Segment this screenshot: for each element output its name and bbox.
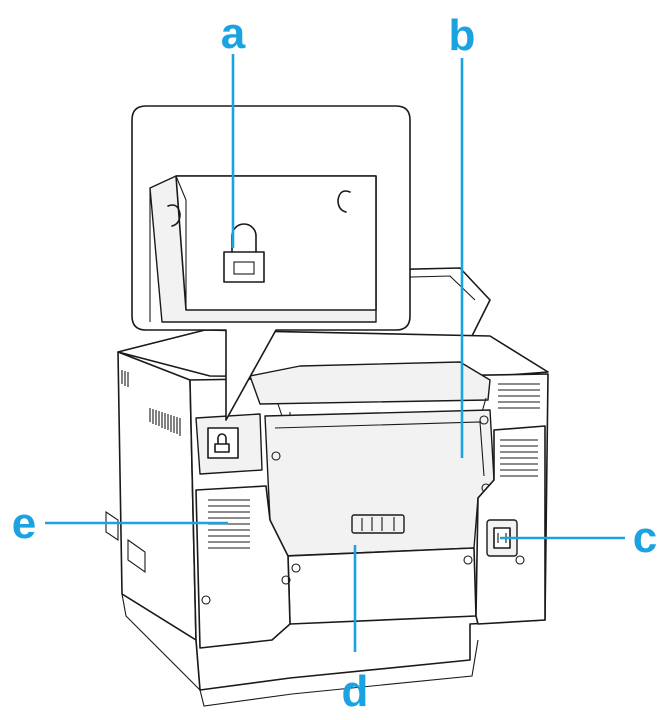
- usb-port: [223, 223, 265, 283]
- callout-b: b: [449, 11, 476, 60]
- callout-a: a: [221, 9, 246, 58]
- usb-port-area: [195, 413, 263, 475]
- usb-port-inset: [131, 105, 411, 421]
- side-vent-left: [121, 370, 181, 436]
- callout-leaders: [45, 54, 625, 652]
- rear-cover: [264, 409, 495, 557]
- printer-body: [105, 267, 549, 707]
- right-rear-panel: [475, 383, 546, 625]
- vent: [195, 485, 291, 649]
- callout-d: d: [342, 667, 369, 716]
- callout-e: e: [12, 499, 36, 548]
- callout-c: c: [633, 513, 657, 562]
- callout-labels: a b c d e: [12, 9, 657, 716]
